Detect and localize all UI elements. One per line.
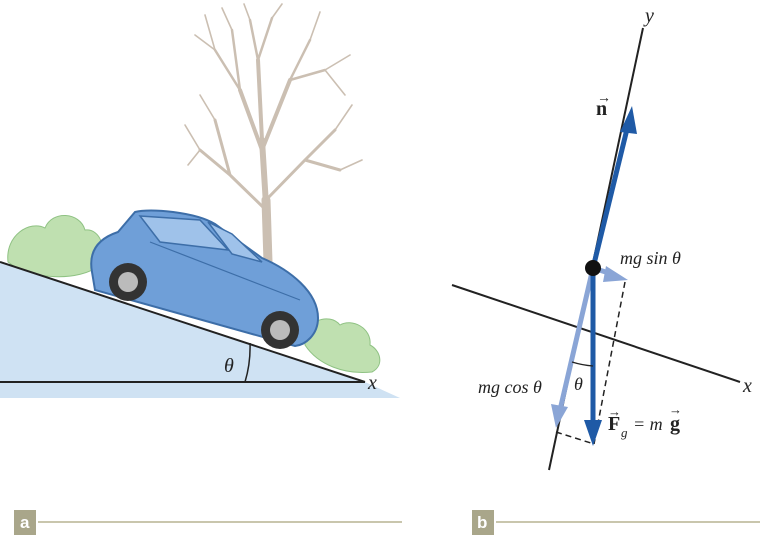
panel-b-tag: b xyxy=(477,513,487,532)
mg-sin-label: mg sin θ xyxy=(620,248,681,268)
bush-right xyxy=(304,318,381,374)
mg-sin-arrowhead xyxy=(603,266,628,282)
mg-cos-label: mg cos θ xyxy=(478,377,542,397)
normal-force-arrowhead xyxy=(620,106,637,134)
theta-label-b: θ xyxy=(574,374,583,394)
x-axis xyxy=(451,284,741,383)
x-axis-label-a: x xyxy=(367,372,377,394)
gravity-vector-mark-F: → xyxy=(608,404,621,419)
angle-theta-label: θ xyxy=(224,355,234,377)
panel-a-tag-box xyxy=(14,510,36,535)
bush-left xyxy=(7,215,104,278)
mg-cos-arrowhead xyxy=(551,404,568,428)
angle-arc xyxy=(244,342,251,383)
gravity-label-eq: = m xyxy=(633,414,663,434)
car-illustration xyxy=(90,209,320,349)
gravity-vector-mark-g: → xyxy=(669,402,682,417)
gravity-label-g: g xyxy=(670,413,680,435)
x-axis-label-b: x xyxy=(742,375,752,397)
panel-b: y x n → mg sin θ mg cos θ θ → F g = m xyxy=(451,5,760,535)
mg-cos-arrow xyxy=(557,267,596,411)
panel-b-tag-box xyxy=(472,510,494,535)
theta-arc-b xyxy=(571,361,594,367)
tree-illustration xyxy=(184,3,363,267)
panel-a-tag: a xyxy=(20,513,30,532)
normal-force-vector-mark: → xyxy=(597,91,611,106)
incline-surface xyxy=(0,261,366,383)
gravity-label-F: F xyxy=(608,413,620,435)
mass-point xyxy=(585,260,601,276)
component-dashed-lines xyxy=(555,281,626,445)
gravity-label-sub: g xyxy=(621,425,628,440)
normal-force-arrow xyxy=(590,124,631,269)
normal-force-label: n xyxy=(596,98,607,120)
panel-a: θ x a xyxy=(0,3,402,535)
gravity-arrowhead xyxy=(584,420,602,446)
y-axis-label: y xyxy=(643,5,654,27)
incline-ground xyxy=(0,262,400,398)
